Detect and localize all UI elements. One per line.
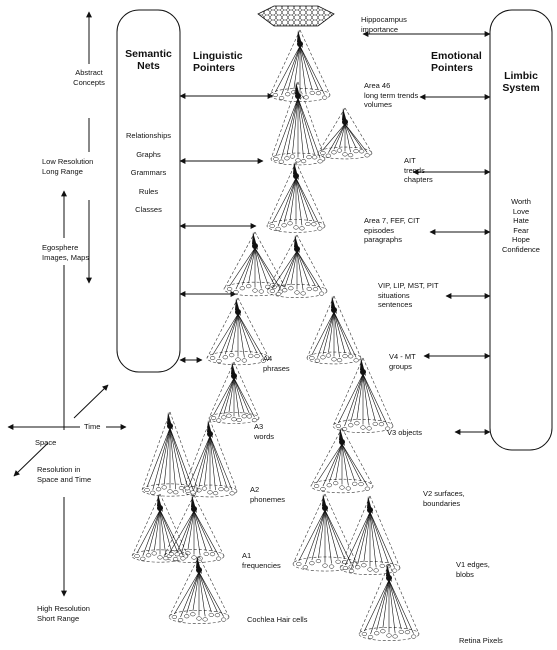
semantic-nets-title: Semantic Nets — [125, 48, 172, 72]
v4-label: V4 - MT groups — [389, 352, 416, 371]
limbic-system-title: Limbic System — [502, 70, 540, 94]
node-cone — [270, 81, 326, 166]
cochlea-label: Cochlea Hair cells — [247, 615, 308, 624]
linguistic-pointers-title: Linguistic Pointers — [193, 50, 243, 74]
a2-label: A2 phonemes — [250, 485, 286, 504]
limbic-item: Love — [512, 206, 530, 216]
low-resolution-label: Low Resolution Long Range — [42, 157, 94, 176]
left-axis-arrows — [7, 11, 127, 597]
node-cone — [131, 493, 189, 563]
v1-label: V1 edges, blobs — [456, 560, 490, 579]
node-cone — [208, 361, 260, 424]
retina-label: Retina Pixels — [459, 636, 503, 645]
v2-label: V2 surfaces, boundaries — [423, 489, 465, 508]
node-cone — [269, 29, 331, 102]
node-cone — [266, 161, 326, 233]
limbic-item: Fear — [513, 225, 529, 235]
ait-label: AIT trends chapters — [404, 156, 433, 184]
area7-label: Area 7, FEF, CIT episodes paragraphs — [364, 216, 420, 244]
semantic-nets-items: Relationships Graphs Grammars Rules Clas… — [117, 131, 180, 215]
limbic-item: Hope — [512, 235, 530, 244]
hippocampus-label: Hippocampus importance — [361, 15, 407, 34]
node-cone — [306, 295, 362, 365]
a4-label: A4 phrases — [263, 354, 290, 373]
node-cone — [168, 555, 230, 624]
a1-label: A1 frequencies — [242, 551, 281, 570]
time-label: Time — [84, 422, 101, 431]
resolution-label: Resolution in Space and Time — [37, 465, 92, 484]
node-cone — [292, 493, 358, 572]
a3-label: A3 words — [254, 422, 275, 441]
area46-label: Area 46 long term trends volumes — [364, 81, 419, 109]
node-cone — [266, 234, 328, 298]
node-cone — [141, 411, 199, 497]
space-label: Space — [35, 438, 57, 447]
node-cone — [310, 427, 374, 494]
vip-label: VIP, LIP, MST, PIT situations sentences — [378, 281, 439, 309]
emotional-pointers-title: Emotional Pointers — [431, 50, 482, 74]
limbic-item: Confidence — [502, 244, 540, 254]
egosphere-label: Egosphere Images, Maps — [42, 243, 90, 262]
node-cone — [206, 297, 270, 366]
hippocampus-grid — [257, 5, 335, 27]
v3-label: V3 objects — [387, 428, 423, 437]
abstract-concepts-label: Abstract Concepts — [73, 68, 105, 87]
semantic-item: Graphs — [136, 149, 161, 159]
limbic-item: Worth — [511, 197, 531, 206]
link-arrows — [179, 31, 491, 435]
node-cone — [317, 107, 373, 160]
node-cones — [131, 29, 420, 641]
semantic-item: Relationships — [125, 131, 172, 140]
semantic-item: Rules — [138, 186, 159, 196]
node-cone — [358, 563, 420, 641]
node-cone — [332, 357, 394, 433]
semantic-item: Grammars — [130, 168, 167, 177]
high-resolution-label: High Resolution Short Range — [37, 604, 90, 623]
semantic-item: Classes — [135, 205, 162, 214]
node-cone — [223, 231, 287, 297]
semantic-nets-box — [116, 9, 181, 373]
node-cone — [339, 495, 401, 575]
node-cone — [182, 419, 238, 498]
node-cone — [163, 494, 225, 563]
limbic-items: Worth Love Hate Fear Hope Confidence — [490, 197, 552, 254]
limbic-item: Hate — [513, 216, 529, 225]
